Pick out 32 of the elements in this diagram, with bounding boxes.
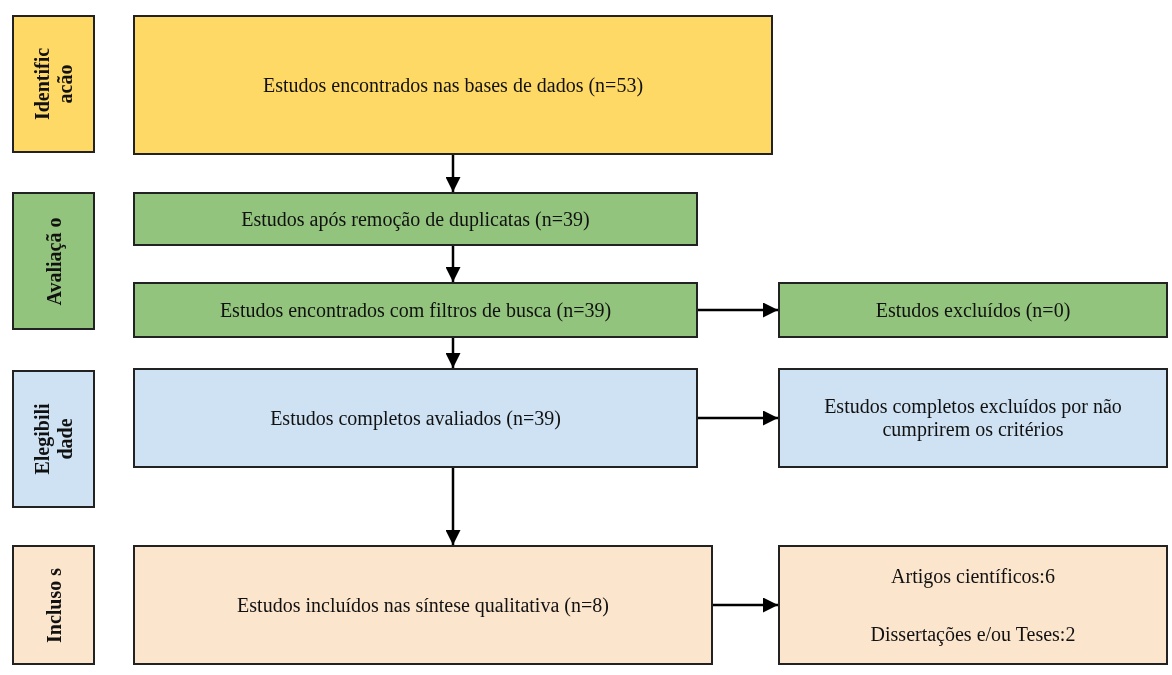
- arrow: [445, 468, 461, 545]
- stage-label: Incluso s: [42, 566, 65, 645]
- box-text: Dissertações e/ou Teses:2: [869, 622, 1077, 646]
- arrow: [698, 302, 778, 318]
- process-box: [778, 368, 1168, 468]
- box-text: Estudos encontrados nas bases de dados (n=53): [261, 73, 645, 97]
- box-text: Estudos encontrados com filtros de busca (n=39): [218, 298, 613, 322]
- box-text: Estudos completos avaliados (n=39): [269, 406, 562, 430]
- stage-box: [12, 15, 95, 153]
- arrow: [445, 338, 461, 368]
- stage-box: [12, 370, 95, 508]
- arrow: [698, 410, 778, 426]
- arrow: [713, 597, 778, 613]
- box-text: Estudos excluídos (n=0): [874, 298, 1072, 322]
- process-box: [133, 15, 773, 155]
- box-text: Estudos após remoção de duplicatas (n=39): [240, 207, 591, 231]
- process-box: [133, 192, 698, 246]
- process-box: [778, 545, 1168, 665]
- arrow: [445, 155, 461, 192]
- box-text: Artigos científicos:6: [890, 564, 1056, 588]
- process-box: [133, 282, 698, 338]
- process-box: [133, 545, 713, 665]
- stage-label: Avaliaçã o: [42, 217, 65, 305]
- stage-box: [12, 192, 95, 330]
- stage-label: Identific acão: [30, 46, 77, 123]
- stage-box: [12, 545, 95, 665]
- process-box: [133, 368, 698, 468]
- arrow: [445, 246, 461, 282]
- box-text: Estudos completos excluídos por não cumprirem os critérios: [823, 395, 1123, 441]
- stage-label: Elegibili dade: [30, 402, 77, 477]
- process-box: [778, 282, 1168, 338]
- box-text: Estudos incluídos nas síntese qualitativa (n=8): [236, 593, 610, 617]
